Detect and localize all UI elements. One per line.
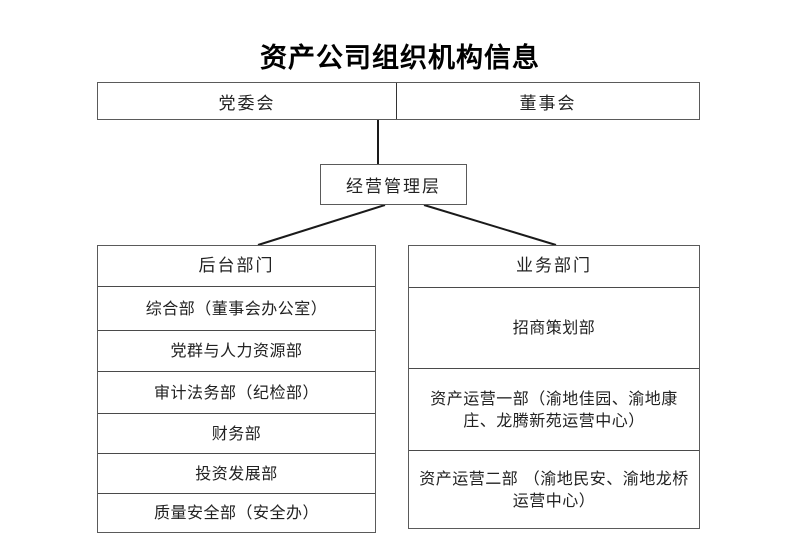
node-party-committee[interactable]: 党委会 (98, 83, 397, 119)
back-office-item-1[interactable]: 党群与人力资源部 (98, 331, 375, 372)
page-title: 资产公司组织机构信息 (260, 43, 540, 74)
business-item-1[interactable]: 资产运营一部（渝地佳园、渝地康庄、龙腾新苑运营中心） (409, 369, 699, 451)
back-office-item-4[interactable]: 投资发展部 (98, 454, 375, 494)
business-header: 业务部门 (409, 246, 699, 288)
connector-management-to-business (423, 204, 557, 246)
back-office-item-0[interactable]: 综合部（董事会办公室） (98, 287, 375, 331)
back-office-item-2[interactable]: 审计法务部（纪检部） (98, 372, 375, 414)
business-item-2[interactable]: 资产运营二部 （渝地民安、渝地龙桥运营中心） (419, 468, 689, 510)
connector-management-to-back-office (257, 204, 386, 246)
back-office-item-3[interactable]: 财务部 (98, 414, 375, 454)
top-level-row: 党委会 董事会 (97, 82, 700, 120)
back-office-table: 后台部门 综合部（董事会办公室） 党群与人力资源部 审计法务部（纪检部） 财务部… (97, 245, 376, 533)
back-office-item-5[interactable]: 质量安全部（安全办） (153, 503, 319, 523)
node-management-layer[interactable]: 经营管理层 (320, 164, 467, 205)
node-board-of-directors[interactable]: 董事会 (519, 93, 577, 114)
business-table: 业务部门 招商策划部 资产运营一部（渝地佳园、渝地康庄、龙腾新苑运营中心） 资产… (408, 245, 700, 529)
back-office-header: 后台部门 (98, 246, 375, 287)
business-item-0[interactable]: 招商策划部 (409, 288, 699, 369)
